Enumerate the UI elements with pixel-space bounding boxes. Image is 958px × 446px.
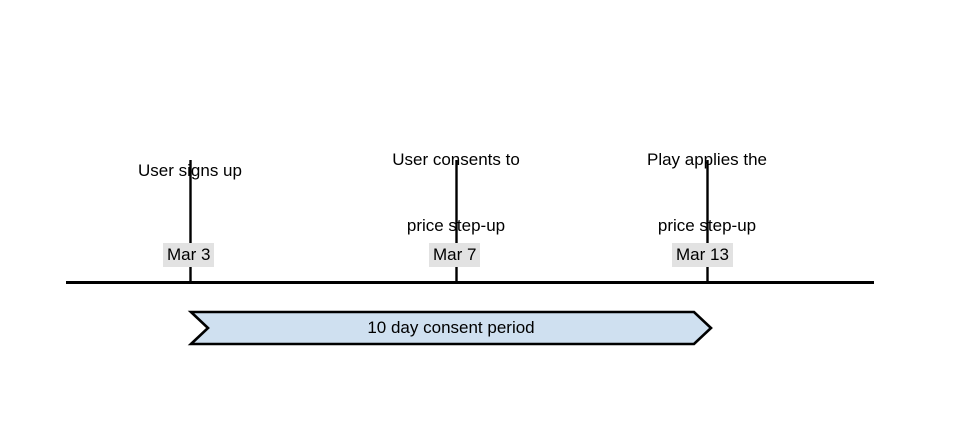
event-caption-signup: User signs up <box>40 116 340 226</box>
date-chip-mar-13: Mar 13 <box>672 243 733 267</box>
event-caption-applied: Play applies the price step-up <box>557 105 857 281</box>
consent-period-banner <box>187 310 713 346</box>
event-caption-applied-line1: Play applies the <box>646 150 768 169</box>
event-caption-consent-line2: price step-up <box>406 216 506 235</box>
consent-period-label: 10 day consent period <box>367 318 535 337</box>
date-chip-mar-3: Mar 3 <box>163 243 215 267</box>
event-caption-applied-line2: price step-up <box>657 216 757 235</box>
date-chip-mar-7: Mar 7 <box>429 243 481 267</box>
event-caption-consent-line1: User consents to <box>392 150 520 169</box>
event-caption-consent: User consents to price step-up <box>306 105 606 281</box>
event-caption-signup-line1: User signs up <box>138 161 242 180</box>
